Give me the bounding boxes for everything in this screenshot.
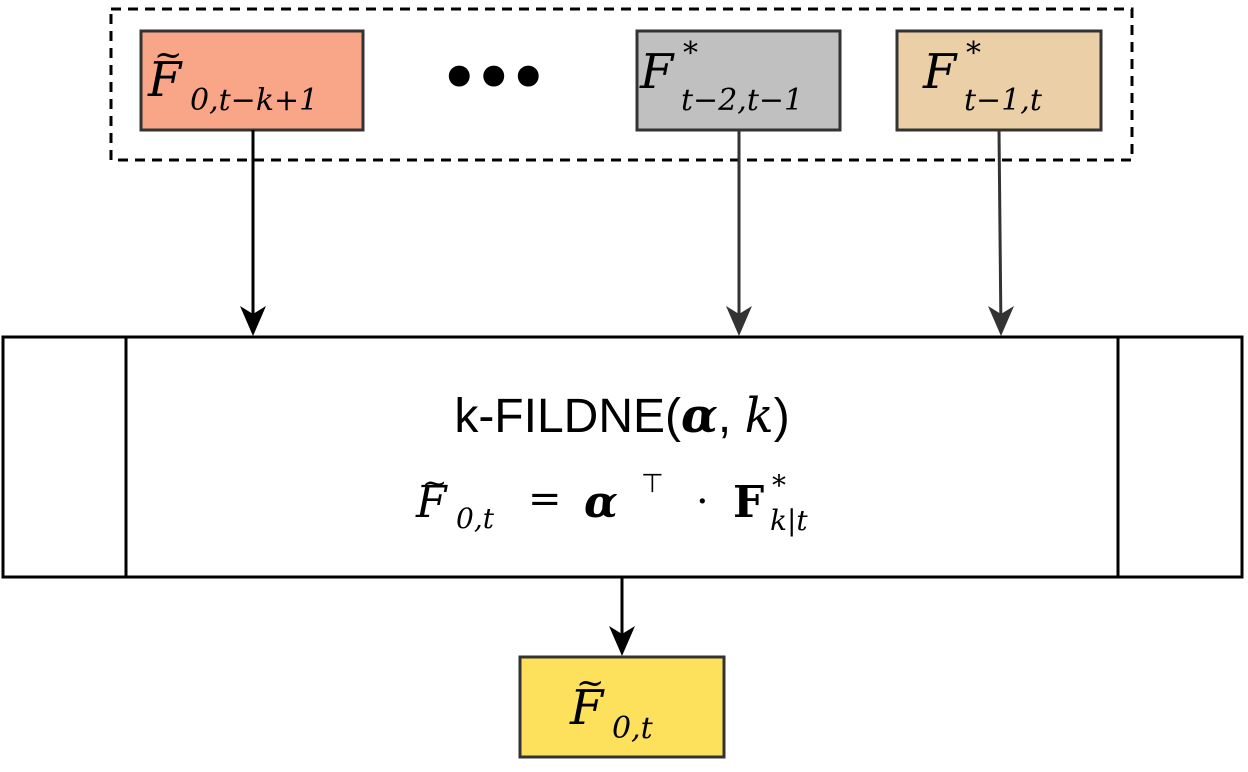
formula-rhs-sub: k|t (770, 504, 808, 537)
svg-text:F: F (733, 477, 764, 528)
input-box-mid[interactable]: F * t−2,t−1 (635, 29, 842, 132)
svg-text:t−2,t−1: t−2,t−1 (681, 83, 803, 118)
svg-text:=: = (528, 476, 562, 522)
arrowhead-first (240, 306, 266, 336)
svg-text:F: F (147, 52, 183, 108)
input-label-mid: F * t−2,t−1 (639, 36, 803, 118)
input-mid-sub: t−2,t−1 (681, 83, 803, 118)
svg-text:*: * (772, 469, 786, 502)
input-label-last: F * t−1,t (922, 36, 1043, 118)
svg-text:F: F (569, 680, 605, 736)
arrow-last-to-process (997, 129, 1003, 334)
formula-alpha: α (584, 477, 618, 528)
output-base: F (569, 680, 605, 736)
formula-lhs-base: F (415, 477, 448, 528)
input-box-first[interactable]: ~ F 0,t−k+1 (139, 29, 365, 132)
output-sub: 0,t (612, 711, 654, 746)
output-box[interactable]: ~ F 0,t (518, 655, 726, 759)
input-box-last[interactable]: F * t−1,t (895, 29, 1103, 132)
svg-text:0,t: 0,t (456, 502, 495, 535)
svg-text:*: * (966, 36, 981, 71)
formula-lhs-tilde: ~ (422, 466, 447, 501)
svg-text:0,t−k+1: 0,t−k+1 (190, 83, 318, 118)
formula-lhs-sub: 0,t (456, 502, 495, 535)
process-block[interactable]: k-FILDNE(α, k) ~ F 0,t = α ⊤ · F * k|t (1, 335, 1244, 579)
svg-text:F: F (639, 44, 675, 100)
input-mid-sup: * (683, 36, 698, 71)
svg-text:F: F (415, 477, 448, 528)
input-label-first: ~ F 0,t−k+1 (147, 35, 318, 118)
input-last-sub: t−1,t (964, 83, 1043, 118)
arrowhead-output (609, 626, 635, 656)
tilde-mark: ~ (154, 35, 183, 75)
svg-text:⊤: ⊤ (641, 469, 664, 499)
formula-dot: · (696, 479, 709, 525)
ellipsis-dots: ••• (438, 36, 541, 120)
input-last-sup: * (966, 36, 981, 71)
formula-equals: = (528, 476, 562, 522)
formula-rhs-sup: * (772, 469, 786, 502)
process-formula: ~ F 0,t = α ⊤ · F * k|t (415, 466, 808, 537)
input-first-base: F (147, 52, 183, 108)
svg-text:k|t: k|t (770, 504, 808, 537)
output-tilde-mark: ~ (576, 663, 605, 703)
svg-text:t−1,t: t−1,t (964, 83, 1043, 118)
output-label: ~ F 0,t (569, 663, 654, 746)
arrowhead-mid (726, 306, 752, 336)
input-last-base: F (922, 44, 958, 100)
arrowhead-last (988, 306, 1014, 336)
formula-transpose: ⊤ (641, 469, 664, 499)
formula-rhs-base: F (733, 477, 764, 528)
svg-text:·: · (696, 479, 709, 525)
svg-text:F: F (922, 44, 958, 100)
svg-text:*: * (683, 36, 698, 71)
input-group-frame (109, 7, 1134, 162)
svg-text:α: α (584, 477, 618, 528)
svg-text:0,t: 0,t (612, 711, 654, 746)
process-title: k-FILDNE(α, k) (454, 388, 789, 444)
input-mid-base: F (639, 44, 675, 100)
input-first-sub: 0,t−k+1 (190, 83, 318, 118)
